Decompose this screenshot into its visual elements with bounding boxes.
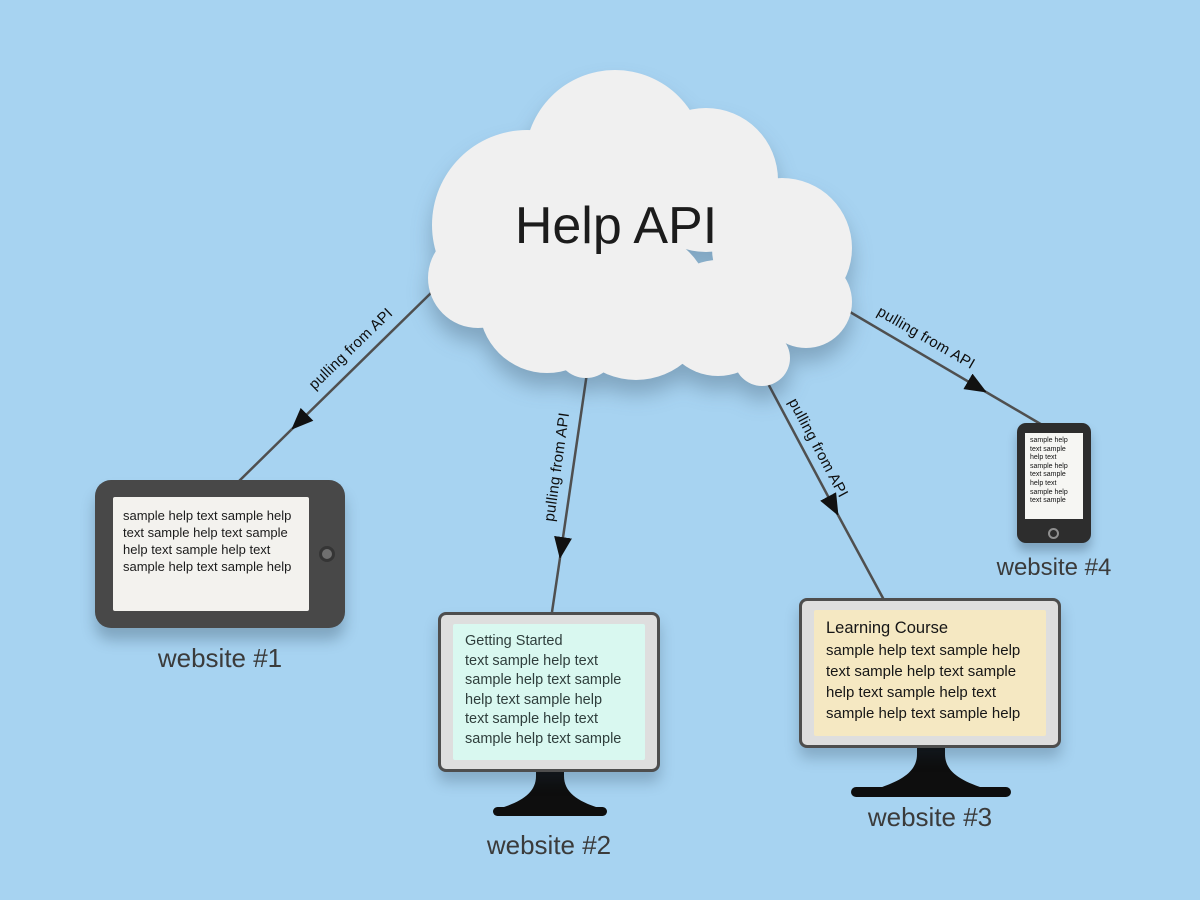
- monitor2-screen-text: Getting Started text sample help text sa…: [453, 624, 645, 757]
- screen-text-line: text sample help text sample: [826, 663, 1017, 680]
- connectors: [231, 291, 1045, 613]
- monitor2-stand: [501, 764, 599, 808]
- monitor3-stand-base: [851, 787, 1011, 797]
- api-cloud: [428, 70, 852, 386]
- screen-text-line: sample help text sample help: [123, 508, 292, 523]
- screen-text-line: sample help text sample help: [123, 559, 292, 574]
- screen-text-line: text sample: [1030, 445, 1066, 453]
- phone-screen: sample help text sample help text sample…: [1025, 433, 1083, 519]
- tablet-screen-text: sample help text sample help text sample…: [113, 497, 309, 585]
- connector-website2-arrow-segment: [554, 365, 590, 559]
- monitor3-screen: Learning Course sample help text sample …: [814, 610, 1046, 736]
- screen-text-line: sample help: [1030, 462, 1068, 470]
- connector-website2-tail-segment: [550, 557, 562, 613]
- monitor2-stand-base: [493, 807, 607, 816]
- connector-website4-arrow-segment: [849, 310, 987, 394]
- tablet-camera-icon: [319, 546, 335, 562]
- monitor3-stand: [879, 742, 983, 788]
- screen-text-line: text sample help text: [465, 711, 598, 727]
- screen-text-line: text sample: [1030, 471, 1066, 479]
- screen-text-line: sample help text sample: [465, 672, 622, 688]
- cloud-title: Help API: [515, 197, 717, 255]
- screen-text-line: Getting Started: [465, 633, 563, 649]
- connector-website1-arrow-segment: [291, 291, 433, 430]
- screen-text-line: sample help: [1030, 437, 1068, 444]
- screen-text-line: sample help: [1030, 488, 1068, 496]
- connector-website3-arrow-segment: [762, 375, 840, 516]
- monitor3-screen-title: Learning Course: [826, 619, 948, 637]
- screen-text-line: help text sample help text: [123, 542, 271, 557]
- screen-text-line: help text sample help: [465, 691, 603, 708]
- screen-text-line: sample help text sample help: [826, 705, 1021, 722]
- device-caption-website2: website #2: [486, 830, 612, 860]
- screen-text-line: help text: [1030, 479, 1057, 487]
- screen-text-line: help text: [1030, 454, 1057, 462]
- screen-text-line: help text sample help text: [826, 684, 997, 701]
- monitor-stands: [493, 742, 1011, 816]
- screen-text-line: sample help text sample: [465, 730, 622, 747]
- monitor-device-website3: Learning Course sample help text sample …: [799, 598, 1061, 748]
- device-caption-website4: website #4: [996, 554, 1112, 581]
- monitor2-screen: Getting Started text sample help text sa…: [453, 624, 645, 760]
- connector-website1-tail-segment: [231, 428, 293, 489]
- phone-screen-text: sample help text sample help text sample…: [1025, 433, 1083, 510]
- phone-home-button-icon: [1048, 528, 1059, 539]
- screen-text-line: text sample: [1030, 497, 1066, 505]
- device-caption-website3: website #3: [867, 802, 993, 832]
- screen-text-line: text sample help text sample: [123, 525, 288, 540]
- connector-website3-tail-segment: [836, 514, 886, 601]
- device-caption-website1: website #1: [157, 643, 283, 673]
- connector-website4-tail-segment: [985, 390, 1045, 428]
- phone-device-website4: sample help text sample help text sample…: [1017, 423, 1091, 543]
- monitor3-screen-text: sample help text sample help text sample…: [814, 638, 1046, 726]
- tablet-device-website1: sample help text sample help text sample…: [95, 480, 345, 628]
- monitor-device-website2: Getting Started text sample help text sa…: [438, 612, 660, 772]
- screen-text-line: text sample help text: [465, 652, 598, 669]
- screen-text-line: sample help text sample help: [826, 642, 1021, 659]
- tablet-screen: sample help text sample help text sample…: [113, 497, 309, 611]
